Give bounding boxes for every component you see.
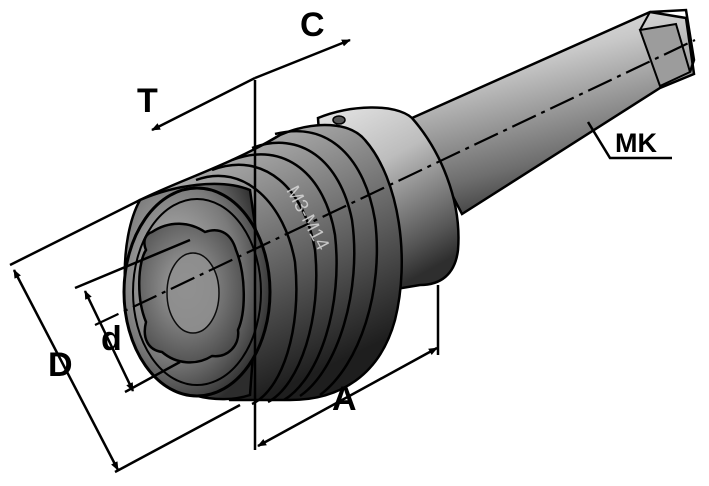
dimension-arrow-d <box>12 269 120 471</box>
mk-leader <box>586 121 672 160</box>
label-mk: MK <box>615 128 657 158</box>
chuck-front <box>122 182 272 401</box>
center-axis <box>94 39 696 326</box>
label-c: C <box>300 6 325 44</box>
label-d-inner: d <box>101 320 122 358</box>
dimension-arrow-a <box>257 346 438 448</box>
label-a: A <box>332 380 357 418</box>
dimension-arrow-small-d <box>83 290 135 392</box>
morse-taper-shank <box>410 8 696 216</box>
label-d-outer: D <box>48 346 73 384</box>
dimension-arrow-t <box>151 76 256 132</box>
label-t: T <box>137 82 158 120</box>
dimension-lines <box>9 38 672 474</box>
dimension-arrow-c <box>254 38 351 80</box>
